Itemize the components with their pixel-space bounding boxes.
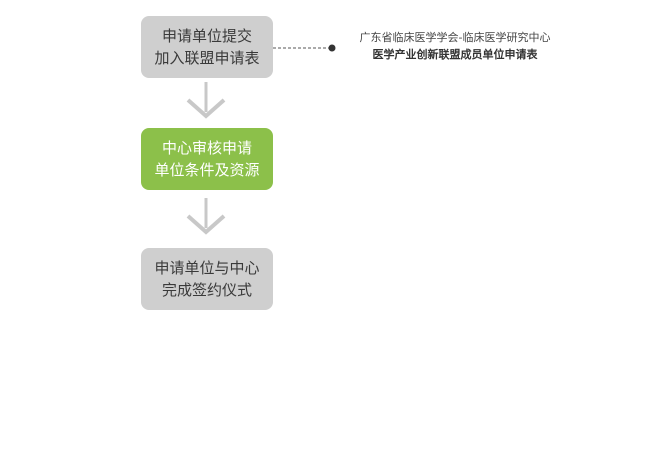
step-sign-agreement: 申请单位与中心 完成签约仪式	[141, 248, 273, 310]
step-label: 完成签约仪式	[161, 281, 252, 299]
step-label: 申请单位提交	[161, 27, 252, 45]
application-form-note: 广东省临床医学学会-临床医学研究中心 医学产业创新联盟成员单位申请表	[342, 29, 568, 63]
connector-dot-icon	[328, 44, 336, 52]
step-submit-application: 申请单位提交 加入联盟申请表	[141, 16, 273, 78]
note-form-title: 医学产业创新联盟成员单位申请表	[372, 48, 538, 61]
step-label: 加入联盟申请表	[154, 49, 260, 67]
step-label: 中心审核申请	[161, 139, 252, 157]
down-arrow-icon	[186, 198, 226, 235]
step-label: 单位条件及资源	[154, 161, 260, 179]
note-organization: 广东省临床医学学会-临床医学研究中心	[359, 31, 551, 44]
step-center-review: 中心审核申请 单位条件及资源	[141, 128, 273, 190]
step-label: 申请单位与中心	[154, 259, 260, 277]
down-arrow-icon	[186, 82, 226, 119]
dashed-connector	[273, 44, 336, 52]
